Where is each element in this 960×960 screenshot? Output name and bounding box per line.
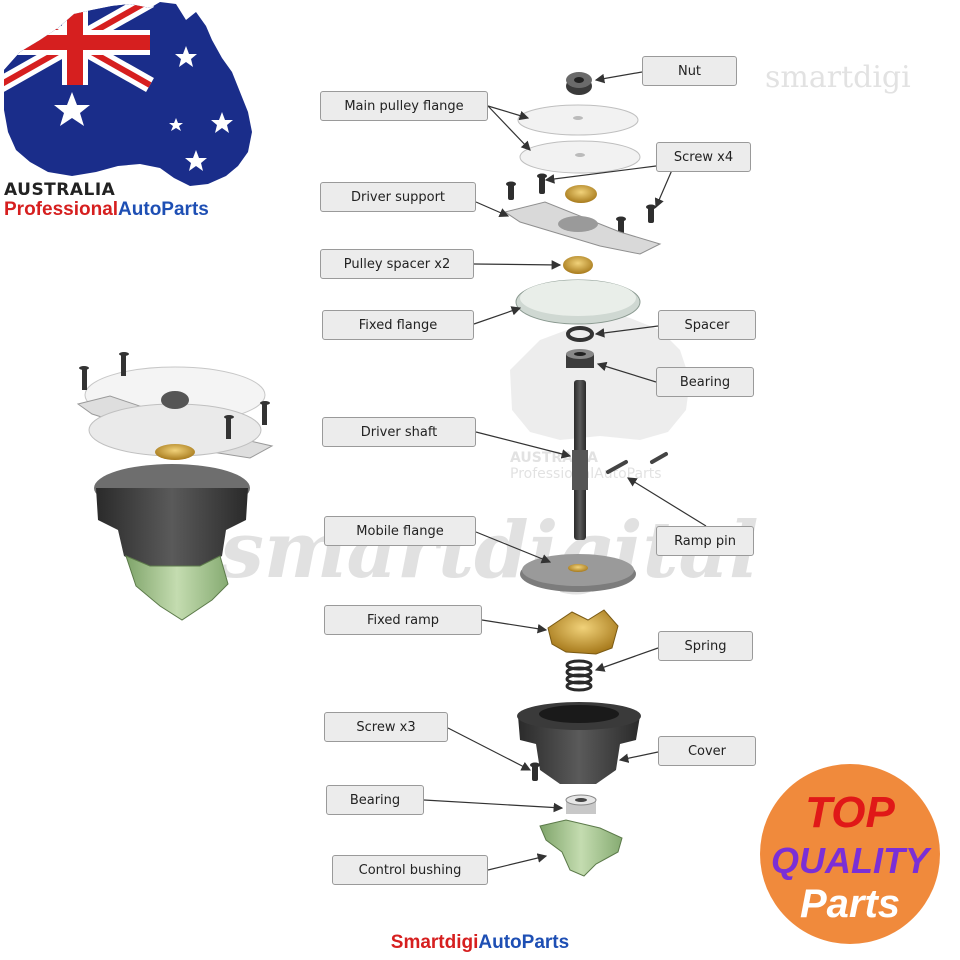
label-main-pulley-flange: Main pulley flange <box>320 91 488 121</box>
label-driver-support: Driver support <box>320 182 476 212</box>
spacer-ring-part <box>566 326 594 342</box>
brand-name: ProfessionalAutoParts <box>4 199 209 221</box>
label-bearing-top: Bearing <box>656 367 754 397</box>
badge-line3: Parts <box>799 882 901 926</box>
pulley-spacer-part <box>563 256 593 274</box>
spring-part <box>565 659 593 692</box>
screw-x4-parts <box>506 173 656 235</box>
mobile-flange-part <box>520 554 636 592</box>
label-driver-shaft: Driver shaft <box>322 417 476 447</box>
label-ramp-pin: Ramp pin <box>656 526 754 556</box>
brand-name-part1: Professional <box>4 199 119 220</box>
main-pulley-flange-part <box>517 104 641 174</box>
label-mobile-flange: Mobile flange <box>324 516 476 546</box>
screw-x3-part <box>530 762 540 781</box>
badge-line2: QUALITY <box>771 840 929 881</box>
badge-line1: TOP <box>805 788 895 837</box>
gold-spacer-top <box>565 185 597 203</box>
nut-part <box>566 72 592 95</box>
ramp-pin-parts <box>606 452 668 474</box>
label-spacer: Spacer <box>658 310 756 340</box>
australia-flag-map-logo <box>4 2 252 186</box>
label-spring: Spring <box>658 631 753 661</box>
fixed-ramp-part <box>547 609 619 655</box>
label-nut: Nut <box>642 56 737 86</box>
brand-country-text: AUSTRALIA <box>4 180 116 200</box>
assembled-unit-illustration <box>76 352 274 621</box>
driver-shaft-part <box>572 380 588 540</box>
brand-name-part2: AutoParts <box>118 199 209 220</box>
label-control-bushing: Control bushing <box>332 855 488 885</box>
footer-brand: SmartdigiAutoParts <box>0 932 960 954</box>
label-fixed-ramp: Fixed ramp <box>324 605 482 635</box>
cover-part <box>517 702 641 784</box>
label-bearing-bottom: Bearing <box>326 785 424 815</box>
top-quality-badge: TOP QUALITY Parts <box>760 764 940 944</box>
bearing-bottom-part <box>565 794 597 814</box>
label-cover: Cover <box>658 736 756 766</box>
label-pulley-spacer-x2: Pulley spacer x2 <box>320 249 474 279</box>
control-bushing-part <box>539 819 623 877</box>
leader-lines <box>423 71 707 871</box>
label-screw-x4: Screw x4 <box>656 142 751 172</box>
bearing-top-part <box>566 349 594 368</box>
label-screw-x3: Screw x3 <box>324 712 448 742</box>
driver-support-part <box>503 201 662 255</box>
label-fixed-flange: Fixed flange <box>322 310 474 340</box>
watermark-top-right: smartdigi <box>765 60 911 95</box>
footer-brand-part1: Smartdigi <box>390 932 479 953</box>
footer-brand-part2: AutoParts <box>478 932 570 953</box>
watermark-map-shape <box>510 310 690 440</box>
fixed-flange-part <box>515 279 641 325</box>
